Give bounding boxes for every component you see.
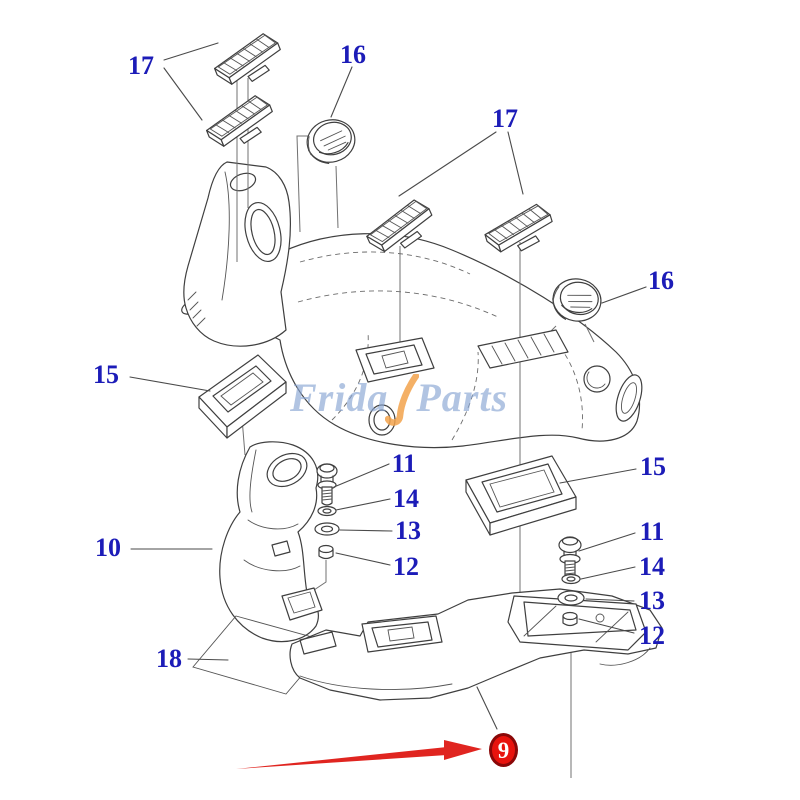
callout-12-left: 12 (393, 552, 419, 581)
bezel-frame-15-left (198, 354, 287, 439)
bolt-11-left-icon (316, 463, 338, 506)
callout-16-top: 16 (340, 40, 366, 69)
watermark-swoosh-icon (385, 374, 420, 426)
nut-12-right-icon (562, 611, 578, 627)
callout-11-right: 11 (639, 517, 665, 546)
nut-12-left-icon (318, 544, 334, 560)
highlight-badge-9: 9 (489, 733, 518, 767)
callout-17-top-right: 17 (492, 104, 518, 133)
assembly-vent-sockets (355, 329, 569, 383)
projection-lines (236, 78, 595, 778)
washer-14-right-icon (561, 573, 581, 585)
washer-13-right-icon (557, 590, 585, 606)
callout-10: 10 (95, 533, 121, 562)
highlight-arrow-icon (236, 740, 482, 769)
vent-grille-17-b-icon (200, 91, 281, 156)
panel-18-outline (192, 615, 331, 695)
callout-12-right: 12 (639, 621, 665, 650)
watermark-text-right: Parts (416, 375, 509, 420)
floor-duct-9 (289, 588, 663, 701)
callout-13-right: 13 (639, 586, 665, 615)
vent-grille-17-d-icon (480, 200, 559, 261)
bolt-11-right-icon (558, 536, 582, 580)
callout-16-right: 16 (648, 266, 674, 295)
callout-13-left: 13 (395, 516, 421, 545)
leader-lines (129, 42, 647, 730)
watermark: Frida Parts (290, 374, 509, 426)
watermark-text-left: Frida (290, 375, 389, 420)
callout-15-right: 15 (640, 452, 666, 481)
round-vent-16-top-icon (301, 113, 361, 169)
dashboard-duct-assembly (181, 161, 643, 449)
washer-13-left-icon (314, 522, 340, 536)
callout-15-left: 15 (93, 360, 119, 389)
callout-18: 18 (156, 644, 182, 673)
bezel-frame-15-right (465, 455, 577, 536)
washer-14-left-icon (317, 505, 337, 517)
callout-14-left: 14 (393, 484, 419, 513)
callout-11-left: 11 (391, 449, 417, 478)
callout-14-right: 14 (639, 552, 665, 581)
callout-17-top-left: 17 (128, 51, 154, 80)
side-duct-10 (219, 441, 323, 643)
